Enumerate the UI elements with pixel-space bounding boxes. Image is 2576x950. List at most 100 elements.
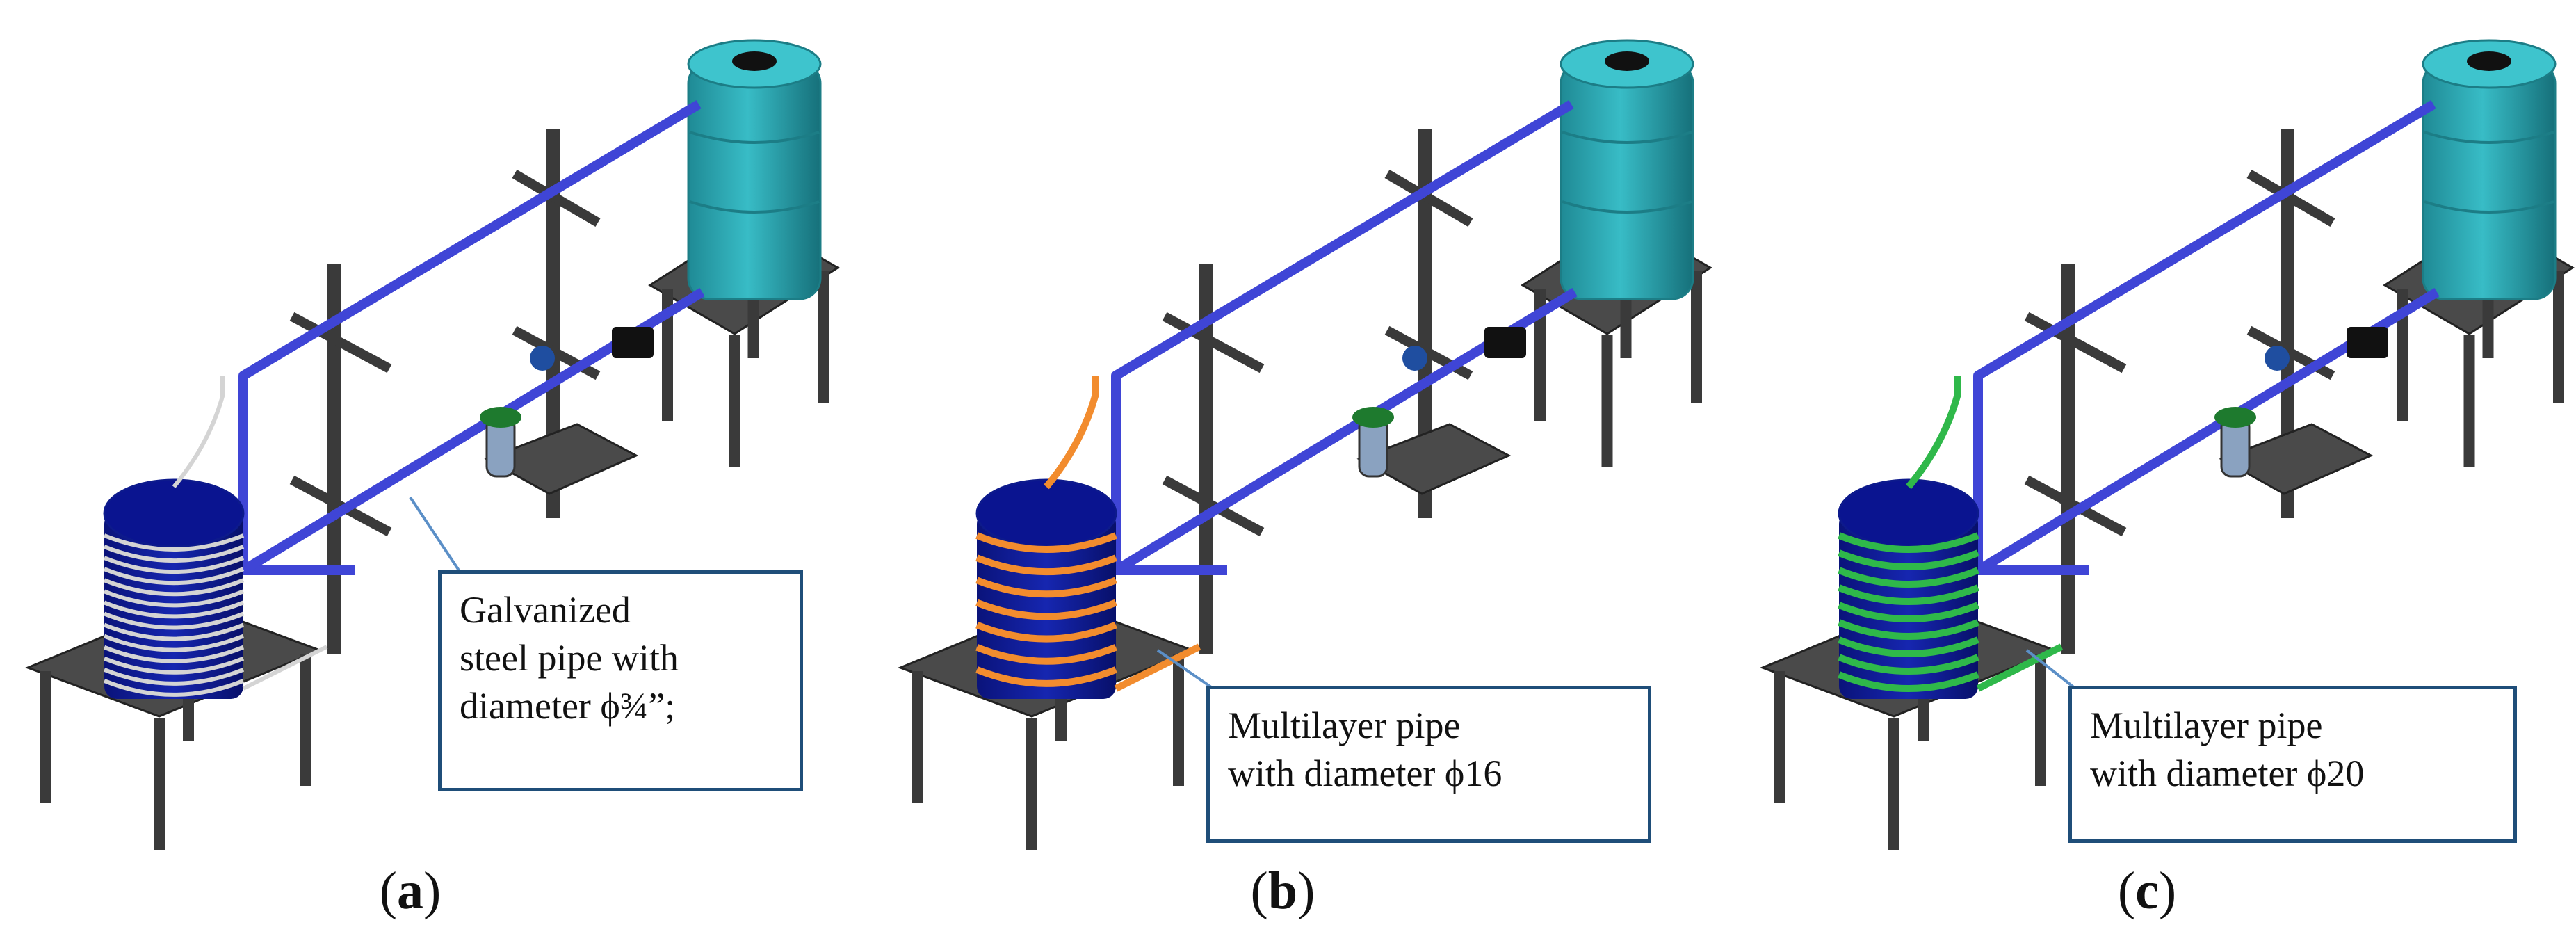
callout-b: Multilayer pipe with diameter ϕ16 — [1206, 686, 1651, 843]
base-plate — [484, 423, 639, 495]
callout-c-line-2: with diameter ϕ20 — [2090, 752, 2365, 795]
callout-c-leader — [2025, 649, 2077, 690]
coil-winding — [975, 666, 1117, 687]
caption-c-open: ( — [2117, 862, 2136, 920]
callout-a-leader — [409, 496, 460, 572]
base-plate — [2219, 423, 2374, 495]
water-tank-rib — [689, 131, 820, 144]
filter-cap — [480, 407, 521, 428]
coil-winding — [1838, 671, 1979, 692]
filter-cap — [1352, 407, 1394, 428]
frame-post-left — [327, 264, 341, 654]
water-tank — [2422, 61, 2557, 300]
coil-drum-top — [1838, 478, 1979, 548]
coil-winding — [103, 545, 245, 563]
coil-winding — [1838, 532, 1979, 553]
coil-outlet — [1114, 643, 1201, 692]
coil-table-leg — [1173, 654, 1184, 786]
caption-b-close: ) — [1297, 862, 1315, 920]
frame-arm — [512, 169, 601, 227]
coil-table-leg — [1774, 671, 1785, 803]
tank-table-leg — [818, 271, 829, 403]
tank-table-leg — [1534, 289, 1546, 421]
coil-drum — [977, 511, 1116, 699]
pump — [2347, 327, 2388, 358]
callout-c-line-1: Multilayer pipe — [2090, 705, 2323, 746]
water-tank — [687, 61, 822, 300]
frame-arm — [1162, 312, 1265, 373]
coil-winding — [975, 644, 1117, 665]
coil-drum-top — [103, 478, 245, 548]
main-pipe-upper — [238, 99, 702, 575]
coil-drum-top — [975, 478, 1117, 548]
flowmeter — [530, 346, 555, 371]
callout-a-line-2: steel pipe with — [460, 637, 679, 679]
base-plate — [1356, 423, 1512, 495]
flowmeter — [2265, 346, 2290, 371]
coil-winding — [103, 556, 245, 574]
callout-c: Multilayer pipe with diameter ϕ20 — [2068, 686, 2517, 843]
coil-winding — [103, 533, 245, 552]
callout-b-line-1: Multilayer pipe — [1228, 705, 1461, 746]
caption-c-close: ) — [2158, 862, 2177, 920]
frame-arm — [289, 312, 392, 373]
coil-winding — [975, 532, 1117, 553]
callout-a: Galvanized steel pipe with diameter ϕ¾”; — [438, 570, 803, 791]
coil-inlet — [172, 376, 225, 488]
coil-winding — [975, 577, 1117, 598]
water-tank-rib — [1562, 131, 1692, 144]
coil-winding — [103, 634, 245, 652]
pump — [1484, 327, 1526, 358]
caption-c-letter: c — [2135, 862, 2159, 920]
frame-post-right — [1418, 129, 1432, 518]
frame-post-right — [2281, 129, 2294, 518]
coil-winding — [1838, 584, 1979, 605]
water-tank-cap — [732, 51, 777, 71]
coil-outlet — [1976, 643, 2064, 692]
tank-table-leg — [2553, 271, 2564, 403]
panel-a-diagram — [24, 39, 840, 850]
pump — [612, 327, 654, 358]
water-tank-cap — [2467, 51, 2511, 71]
water-tank-rib — [2424, 131, 2554, 144]
callout-a-line-3: diameter ϕ¾”; — [460, 685, 676, 727]
callout-b-leader — [1156, 649, 1215, 690]
coil-winding — [1838, 636, 1979, 657]
frame-post-right — [546, 129, 560, 518]
coil-winding — [1838, 602, 1979, 622]
coil-winding — [975, 554, 1117, 576]
coil-winding — [103, 600, 245, 619]
coil-winding — [1838, 567, 1979, 588]
coil-winding — [103, 657, 245, 675]
tank-table-leg — [2463, 335, 2475, 467]
coil-outlet — [242, 645, 328, 691]
water-tank-rib — [1562, 200, 1692, 214]
coil-winding — [103, 611, 245, 630]
water-tank — [1560, 61, 1694, 300]
coil-table-leg — [2035, 654, 2046, 786]
coil-winding — [103, 668, 245, 686]
tank-table-leg — [2397, 289, 2408, 421]
caption-b-open: ( — [1250, 862, 1268, 920]
coil-winding — [103, 645, 245, 663]
coil-winding — [103, 679, 245, 697]
coil-table-leg — [1888, 718, 1899, 850]
water-tank-rib — [689, 200, 820, 214]
coil-table-leg — [912, 671, 923, 803]
tank-table-leg — [729, 335, 740, 467]
caption-a-letter: a — [397, 862, 423, 920]
coil-table-leg — [154, 718, 165, 850]
water-tank-cap — [1605, 51, 1649, 71]
coil-winding — [103, 567, 245, 586]
frame-arm — [1384, 169, 1473, 227]
coil-winding — [103, 578, 245, 597]
tank-table-leg — [662, 289, 673, 421]
caption-b-letter: b — [1267, 862, 1298, 920]
flowmeter — [1402, 346, 1427, 371]
caption-c: (c) — [2071, 861, 2223, 921]
coil-inlet — [1044, 376, 1099, 490]
frame-arm — [2246, 169, 2335, 227]
filter-cap — [2214, 407, 2256, 428]
caption-a-close: ) — [423, 862, 442, 920]
